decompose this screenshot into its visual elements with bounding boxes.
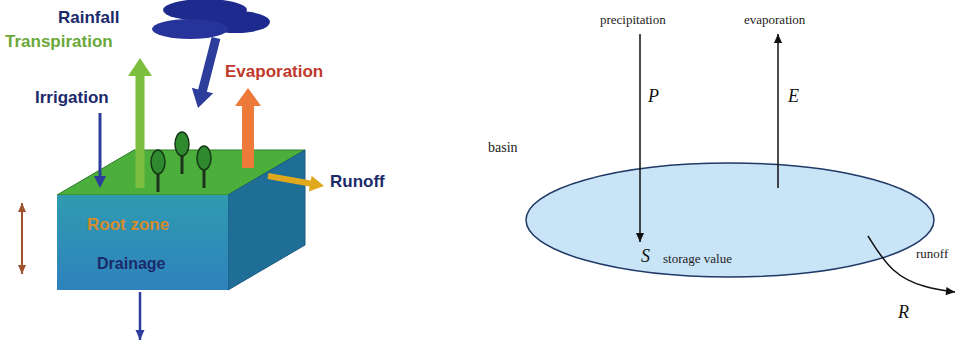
basin-outline xyxy=(526,163,934,277)
evaporation-arrow xyxy=(235,88,261,168)
layer-label: Root zone xyxy=(87,215,169,235)
tree-group xyxy=(151,132,211,192)
root-depth-arrow-head xyxy=(18,203,26,212)
soil-block: Root zoneDrainage xyxy=(57,195,228,290)
transpiration-arrow xyxy=(128,58,152,188)
precipitation-arrow-head xyxy=(636,233,644,242)
flux-label: Evaporation xyxy=(225,62,323,82)
basin-heading: basin xyxy=(488,140,518,156)
flux-label: runoff xyxy=(916,246,948,262)
runoff-arrow xyxy=(267,173,324,191)
tree-crown xyxy=(175,132,189,156)
flux-label: Irrigation xyxy=(35,88,109,108)
storage-label: storage value xyxy=(663,251,732,267)
flux-label: precipitation xyxy=(600,12,666,28)
runoff-arrow-head xyxy=(946,287,955,295)
drainage-arrow-head xyxy=(136,330,145,340)
runoff-arrow xyxy=(868,236,955,292)
symbol-label: S xyxy=(641,246,650,267)
evaporation-arrow-head xyxy=(774,34,782,43)
rain-cloud xyxy=(152,0,270,39)
symbol-label: R xyxy=(898,302,909,323)
flux-label: Transpiration xyxy=(5,32,113,52)
symbol-label: P xyxy=(648,86,659,107)
flux-label: Runoff xyxy=(330,172,385,192)
tree-crown xyxy=(197,146,211,170)
flux-label: evaporation xyxy=(744,12,805,28)
cloud-puff xyxy=(152,19,228,39)
rainfall-arrow xyxy=(192,37,221,108)
tree-crown xyxy=(151,150,165,174)
flux-label: Rainfall xyxy=(58,8,119,28)
basin-ellipse: basinSstorage value xyxy=(525,162,935,278)
soil-side-face xyxy=(228,150,305,290)
irrigation-arrow xyxy=(94,113,106,188)
evaporation-arrow xyxy=(777,34,779,188)
symbol-label: E xyxy=(788,86,799,107)
precipitation-arrow xyxy=(639,34,641,242)
layer-label: Drainage xyxy=(97,255,165,273)
root-depth-arrow-head xyxy=(18,265,26,274)
